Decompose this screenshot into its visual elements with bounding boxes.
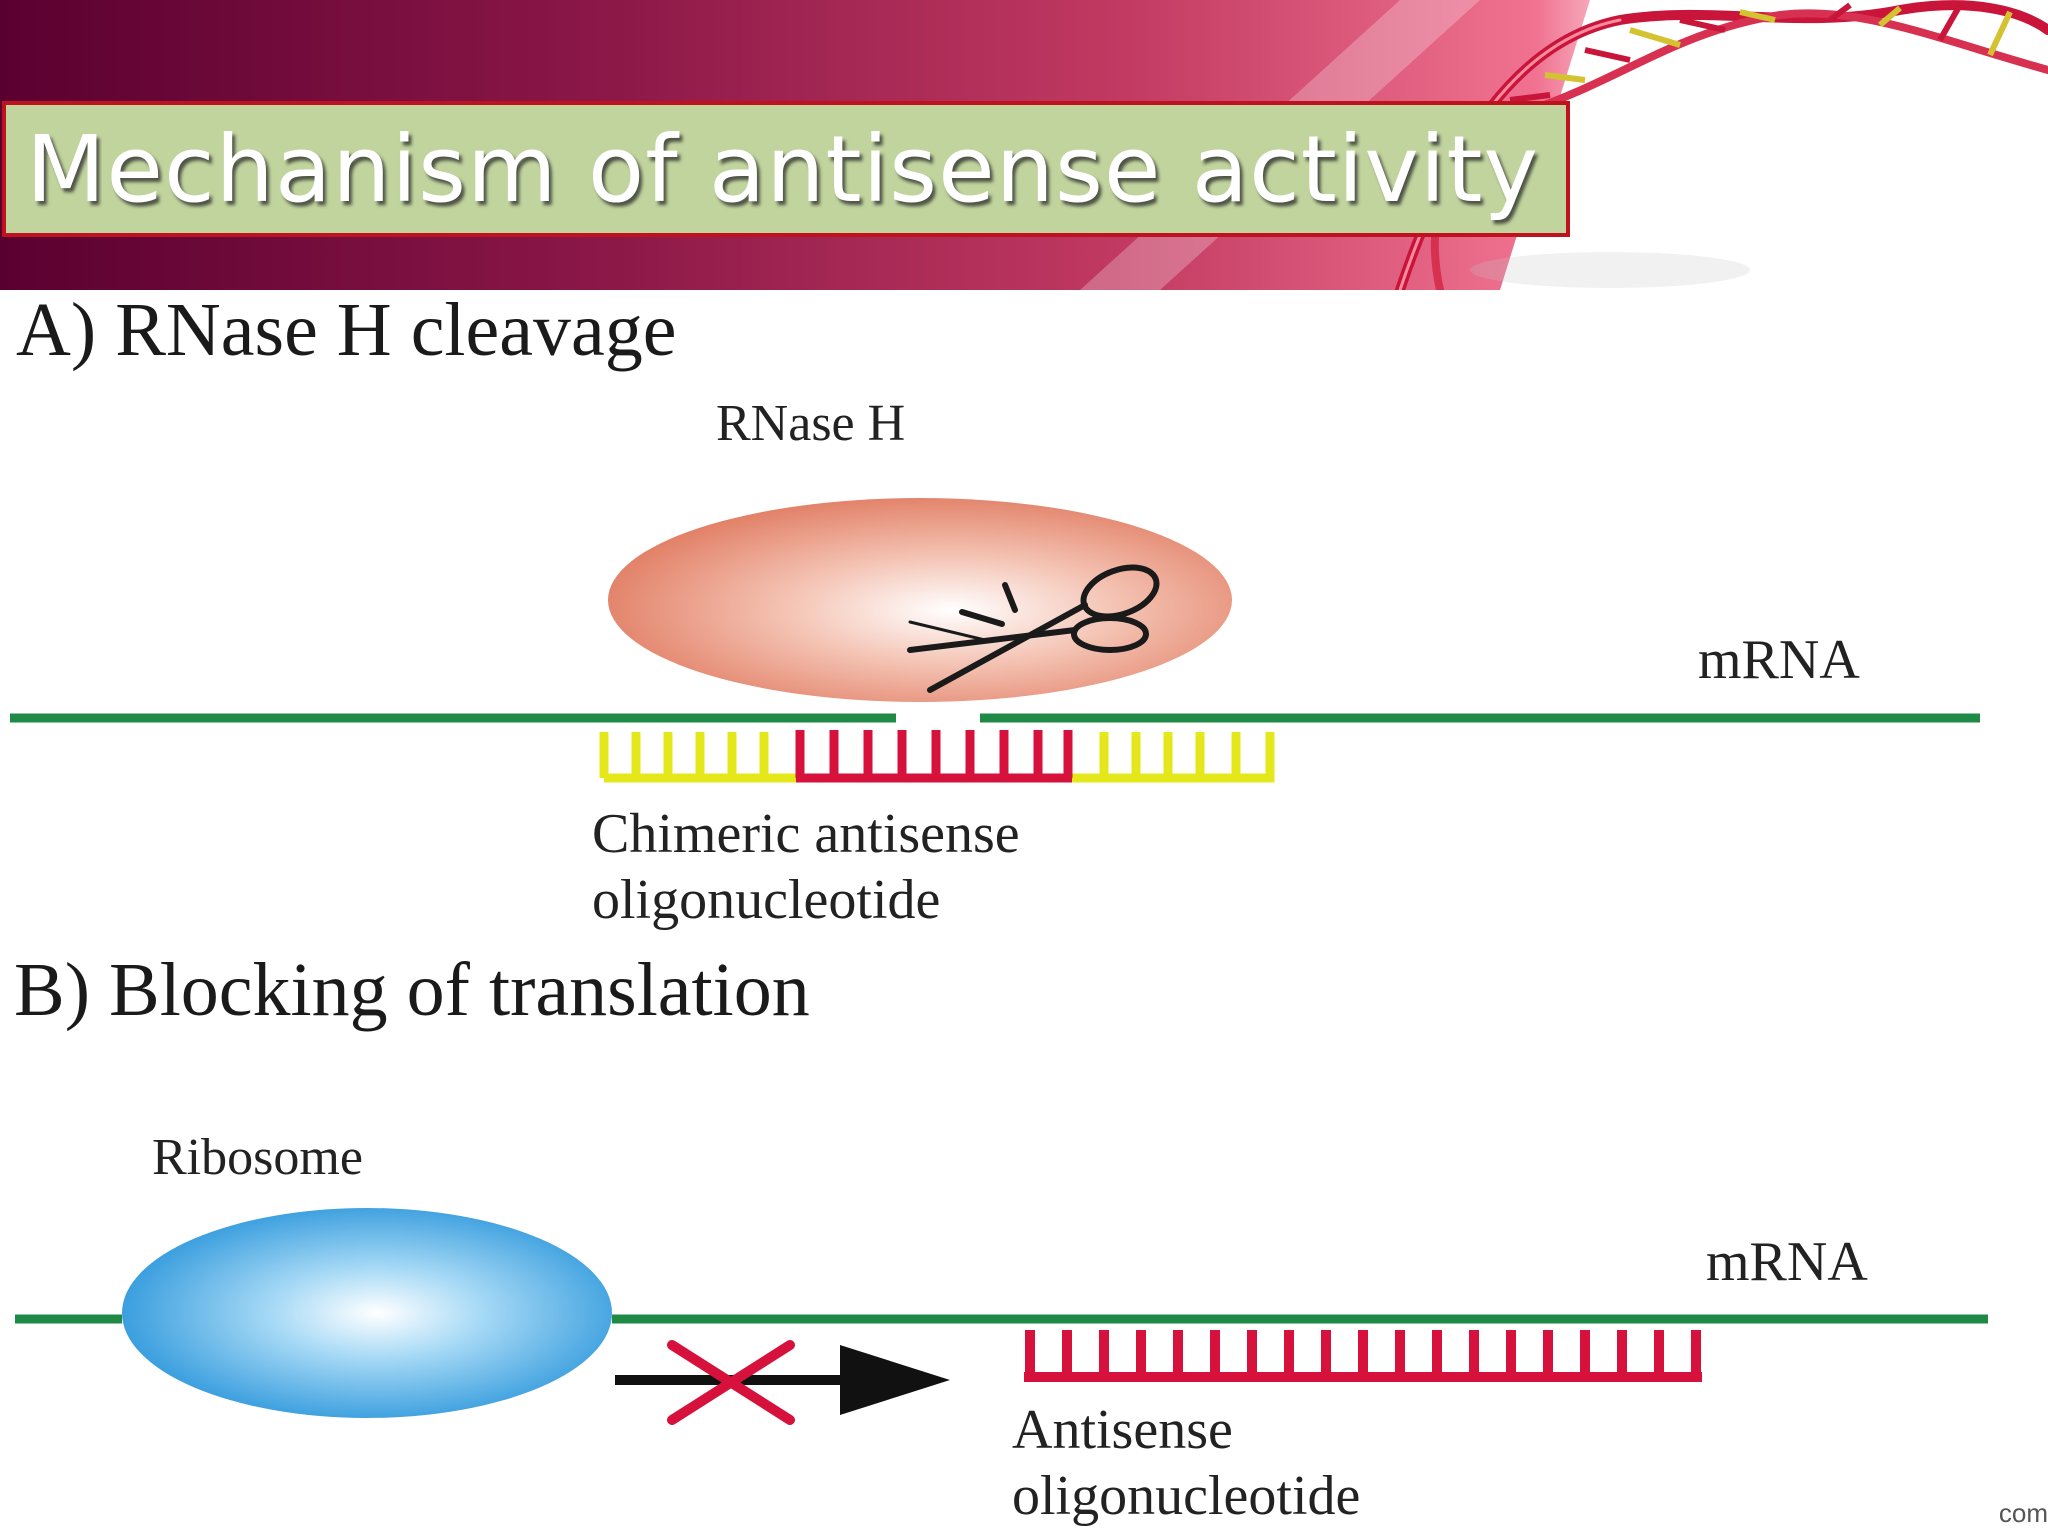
antisense-oligo-label-line2: oligonucleotide [1012,1465,1361,1527]
ribosome-label: Ribosome [152,1129,363,1186]
section-a-heading: A) RNase H cleavage [16,288,677,372]
mrna-label-a: mRNA [1698,629,1860,691]
section-b-heading: B) Blocking of translation [14,948,810,1032]
chimeric-oligo-label-line1: Chimeric antisense [592,803,1020,865]
header-white [1500,0,2048,290]
chimeric-oligo-label-line2: oligonucleotide [592,869,941,931]
mrna-label-b: mRNA [1706,1231,1868,1293]
antisense-oligo [1024,1330,1702,1382]
title-box: Mechanism of antisense activity [2,101,1570,237]
watermark-text: com [1998,1500,2048,1526]
chimeric-oligo [599,730,1275,783]
antisense-oligo-label-line1: Antisense [1012,1399,1233,1461]
page-title: Mechanism of antisense activity [26,115,1539,223]
cross-icon [667,1340,795,1425]
rnase-h-label: RNase H [716,395,906,452]
ribosome [122,1208,612,1418]
scissors-icon [907,564,1160,693]
rnase-h-enzyme [608,498,1232,702]
